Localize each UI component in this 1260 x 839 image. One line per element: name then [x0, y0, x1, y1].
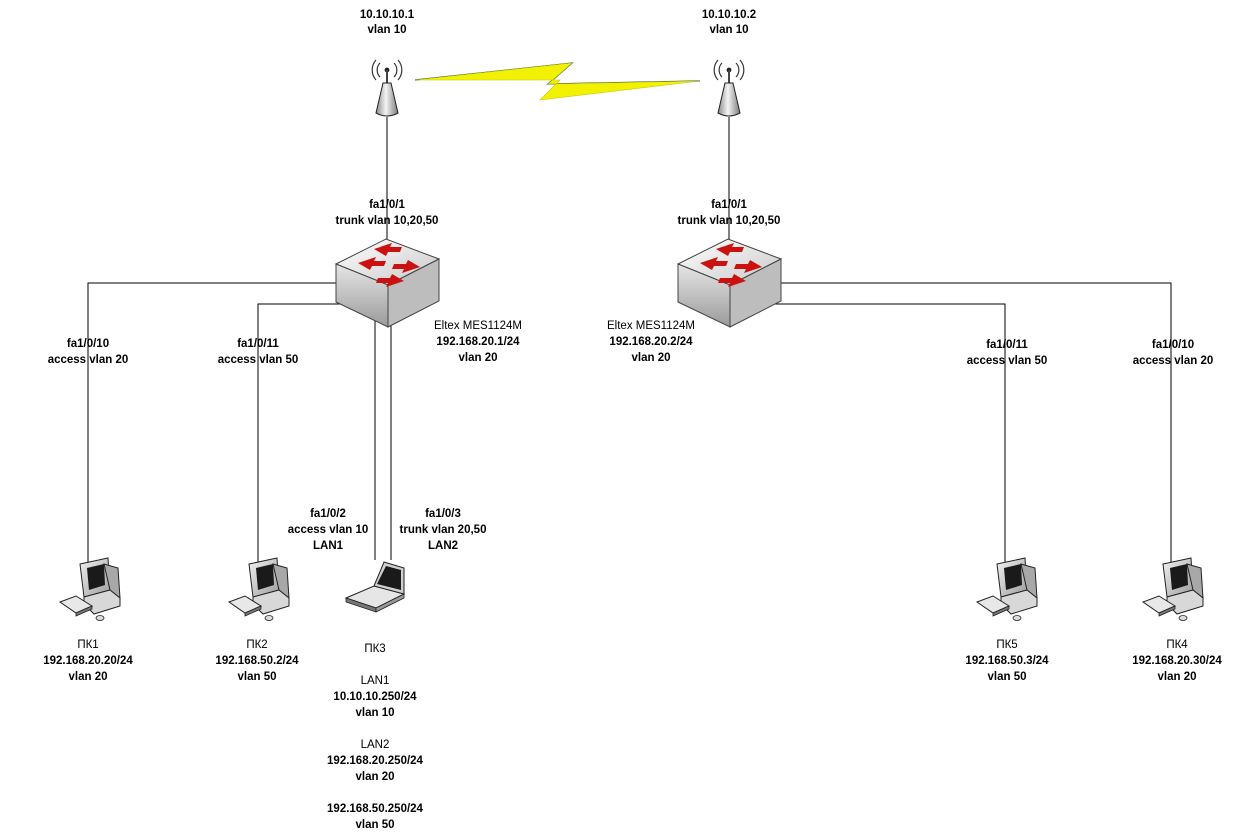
laptop-icon — [345, 561, 405, 613]
desktop-pc-icon — [59, 557, 121, 621]
switch-left-uplink-mode: trunk vlan 10,20,50 — [336, 215, 439, 227]
pc3-lan1-ip: 10.10.10.250/24 — [333, 691, 417, 703]
pc3-lan1-label: LAN1 — [361, 675, 390, 687]
port-label: fa1/0/3 — [425, 508, 461, 520]
access-point-icon — [713, 59, 745, 117]
switch-left[interactable]: fa1/0/1 trunk vlan 10,20,50 Eltex MES112… — [335, 199, 522, 364]
switch-icon — [335, 238, 440, 328]
pc1-ip: 192.168.20.20/24 — [43, 655, 133, 667]
desktop-pc-icon — [1142, 557, 1204, 621]
switch-left-model: Eltex MES1124M — [434, 320, 522, 332]
pc5-name: ПК5 — [996, 639, 1017, 651]
pc3-lan2-ip2: 192.168.50.250/24 — [327, 803, 424, 815]
pc5[interactable]: ПК5 192.168.50.3/24 vlan 50 — [965, 557, 1049, 683]
link-switch-right-pc4 — [780, 282, 1172, 568]
pc4-vlan: vlan 20 — [1158, 671, 1197, 683]
pc3-lan2-vlan2: vlan 50 — [356, 819, 395, 831]
pc3[interactable]: ПК3 LAN1 10.10.10.250/24 vlan 10 LAN2 19… — [327, 561, 424, 831]
port-mode-label: trunk vlan 20,50 — [400, 524, 487, 536]
pc1-vlan: vlan 20 — [69, 671, 108, 683]
ap-right-ip: 10.10.10.2 — [702, 9, 756, 21]
switch-left-uplink-port: fa1/0/1 — [369, 199, 405, 211]
switch-right-uplink-port: fa1/0/1 — [711, 199, 747, 211]
pc2[interactable]: ПК2 192.168.50.2/24 vlan 50 — [215, 557, 299, 683]
pc5-ip: 192.168.50.3/24 — [965, 655, 1049, 667]
port-label: fa1/0/10 — [1152, 339, 1194, 351]
access-point-right[interactable]: 10.10.10.2 vlan 10 — [702, 9, 756, 117]
ap-left-vlan: vlan 10 — [368, 24, 407, 36]
lightning-bolt-icon — [414, 62, 701, 101]
port-label: fa1/0/11 — [237, 338, 279, 350]
switch-left-ip: 192.168.20.1/24 — [436, 336, 520, 348]
switch-right-uplink-mode: trunk vlan 10,20,50 — [678, 215, 781, 227]
ap-right-vlan: vlan 10 — [710, 24, 749, 36]
switch-right-ip: 192.168.20.2/24 — [609, 336, 693, 348]
pc3-name: ПК3 — [364, 643, 385, 655]
pc2-ip: 192.168.50.2/24 — [215, 655, 299, 667]
pc1[interactable]: ПК1 192.168.20.20/24 vlan 20 — [43, 557, 133, 683]
switch-right-model: Eltex MES1124M — [607, 320, 695, 332]
pc2-name: ПК2 — [246, 639, 267, 651]
port-mode-label: access vlan 10 — [288, 524, 369, 536]
switch-icon — [677, 238, 782, 328]
port-mode-label: access vlan 20 — [48, 354, 129, 366]
port-mode-label: access vlan 50 — [218, 354, 299, 366]
ap-left-ip: 10.10.10.1 — [360, 9, 415, 21]
port-mode-label: access vlan 50 — [967, 355, 1048, 367]
pc5-vlan: vlan 50 — [988, 671, 1027, 683]
port-label: fa1/0/2 — [310, 508, 346, 520]
pc4-name: ПК4 — [1166, 639, 1188, 651]
pc3-lan2-ip1: 192.168.20.250/24 — [327, 755, 424, 767]
links — [87, 117, 1172, 568]
link-switch-left-pc2 — [257, 303, 345, 568]
port-iface-label: LAN1 — [313, 540, 344, 552]
access-point-icon — [371, 59, 403, 117]
pc1-name: ПК1 — [77, 639, 98, 651]
port-label: fa1/0/11 — [986, 339, 1028, 351]
pc4-ip: 192.168.20.30/24 — [1132, 655, 1222, 667]
access-point-left[interactable]: 10.10.10.1 vlan 10 — [360, 9, 415, 117]
link-switch-left-pc1 — [87, 282, 336, 568]
link-switch-right-pc5 — [770, 303, 1006, 568]
switch-right-vlan: vlan 20 — [632, 352, 671, 364]
pc2-vlan: vlan 50 — [238, 671, 277, 683]
desktop-pc-icon — [976, 557, 1038, 621]
switch-right[interactable]: fa1/0/1 trunk vlan 10,20,50 Eltex MES112… — [607, 199, 782, 364]
port-iface-label: LAN2 — [428, 540, 458, 552]
pc3-lan2-label: LAN2 — [361, 739, 390, 751]
wireless-link — [414, 62, 701, 101]
port-label: fa1/0/10 — [67, 338, 109, 350]
port-mode-label: access vlan 20 — [1133, 355, 1214, 367]
port-labels: fa1/0/10 access vlan 20 fa1/0/11 access … — [48, 338, 1214, 552]
pc4[interactable]: ПК4 192.168.20.30/24 vlan 20 — [1132, 557, 1222, 683]
pc3-lan2-vlan1: vlan 20 — [356, 771, 395, 783]
desktop-pc-icon — [228, 557, 290, 621]
pc3-lan1-vlan: vlan 10 — [356, 707, 395, 719]
switch-left-vlan: vlan 20 — [459, 352, 498, 364]
